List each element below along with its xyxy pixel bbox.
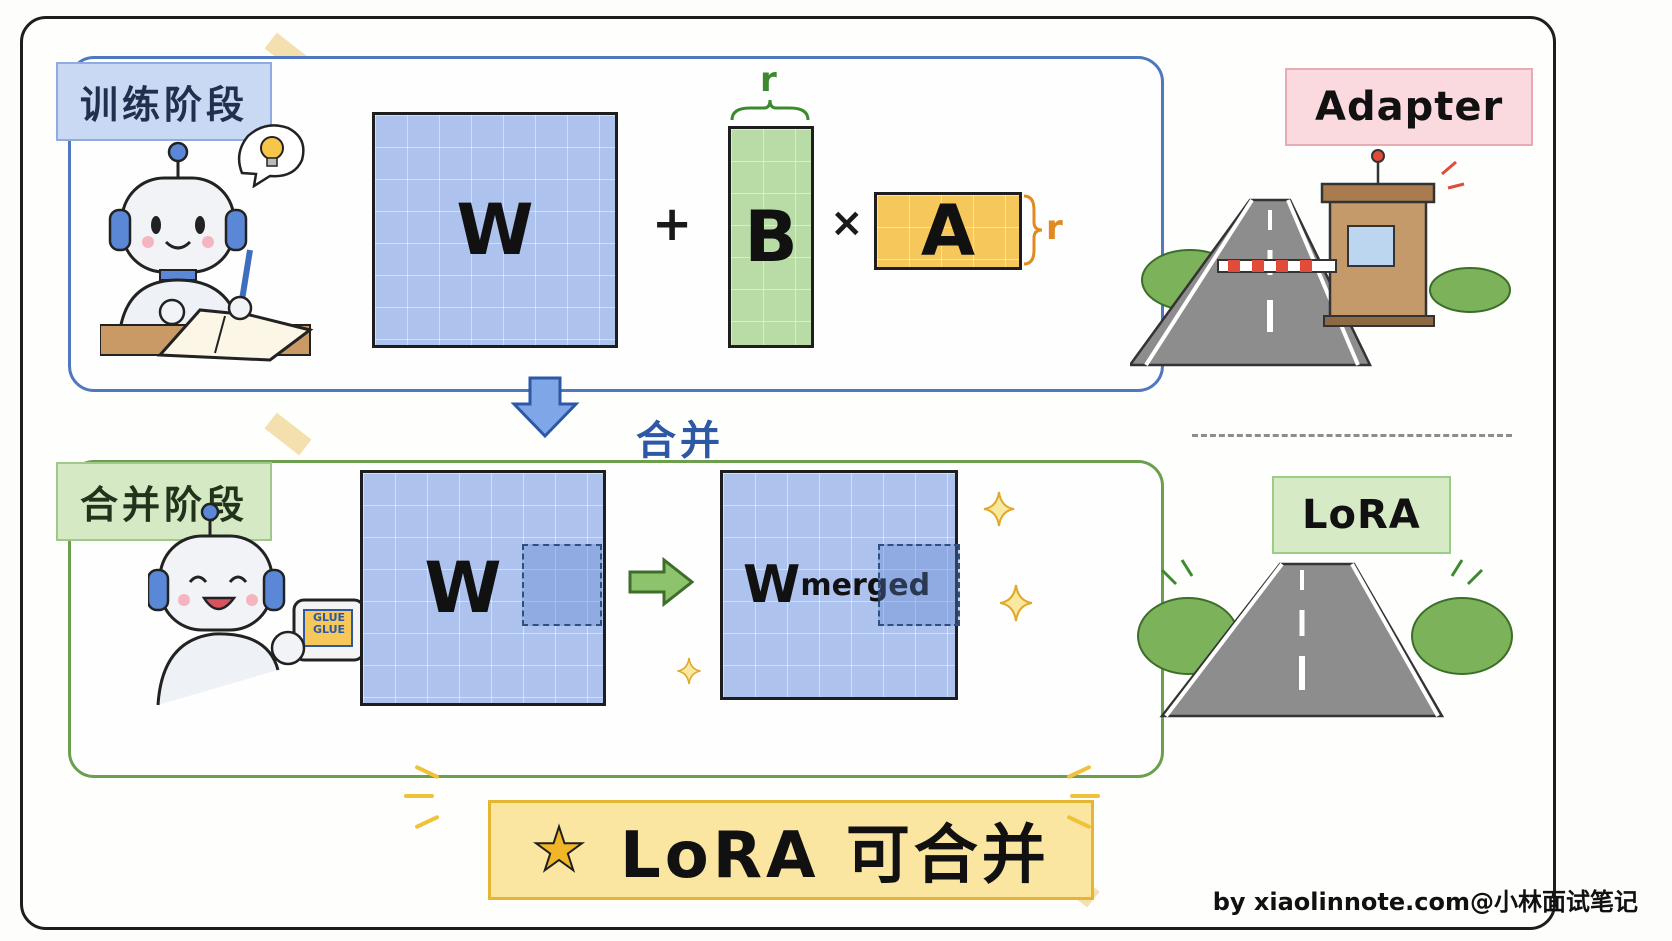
matrix-a: A: [874, 190, 1022, 272]
adapter-road-toll-illustration: [1130, 149, 1511, 367]
matrix-w-training: W: [372, 112, 618, 348]
banner-spark-line: [404, 794, 434, 798]
robot-glue-illustration: [148, 502, 421, 706]
lora-label: LoRA: [1272, 476, 1451, 554]
lightbulb-icon: [237, 124, 305, 188]
banner-text: LoRA 可合并: [619, 819, 1050, 893]
matrix-b: B: [728, 126, 814, 348]
merged-w-main: W: [743, 555, 801, 615]
rank-brace-side-icon: [1023, 194, 1042, 266]
banner-spark-line: [1070, 794, 1100, 798]
times-sign: ×: [830, 200, 864, 246]
matrix-w-merge-label: W: [424, 547, 502, 629]
rank-label-side: r: [1046, 208, 1063, 248]
matrix-w-merge: W: [360, 470, 606, 706]
glue-label-line2: GLUE: [312, 623, 346, 636]
star-icon: ★: [531, 814, 590, 886]
training-stage-label: 训练阶段: [56, 62, 273, 141]
glue-label-line1: GLUE: [312, 611, 346, 624]
comparison-divider: [1192, 434, 1512, 437]
robot-studying-illustration: [100, 141, 314, 362]
rank-label-top: r: [760, 60, 777, 100]
merge-stage-label: 合并阶段: [56, 462, 273, 541]
right-arrow-icon: [628, 556, 695, 608]
sparkle-icon: [999, 584, 1033, 622]
glue-label: GLUE GLUE: [305, 612, 353, 636]
lora-mergeable-banner: ★ LoRA 可合并: [488, 800, 1094, 900]
merge-arrow-label: 合并: [636, 418, 724, 464]
merged-w-sub: merged: [800, 567, 931, 603]
adapter-label: Adapter: [1285, 68, 1534, 146]
sparkle-icon: [983, 491, 1015, 527]
plus-sign: +: [652, 196, 693, 252]
rank-brace-top-icon: [730, 100, 810, 121]
adapter-dashed-block: [522, 544, 602, 626]
lora-open-road-illustration: [1137, 559, 1513, 718]
author-credit: by xiaolinnote.com@小林面试笔记: [1212, 888, 1638, 916]
sparkle-icon: [677, 657, 701, 685]
merged-dashed-block: [878, 544, 960, 626]
down-arrow-icon: [510, 376, 580, 439]
